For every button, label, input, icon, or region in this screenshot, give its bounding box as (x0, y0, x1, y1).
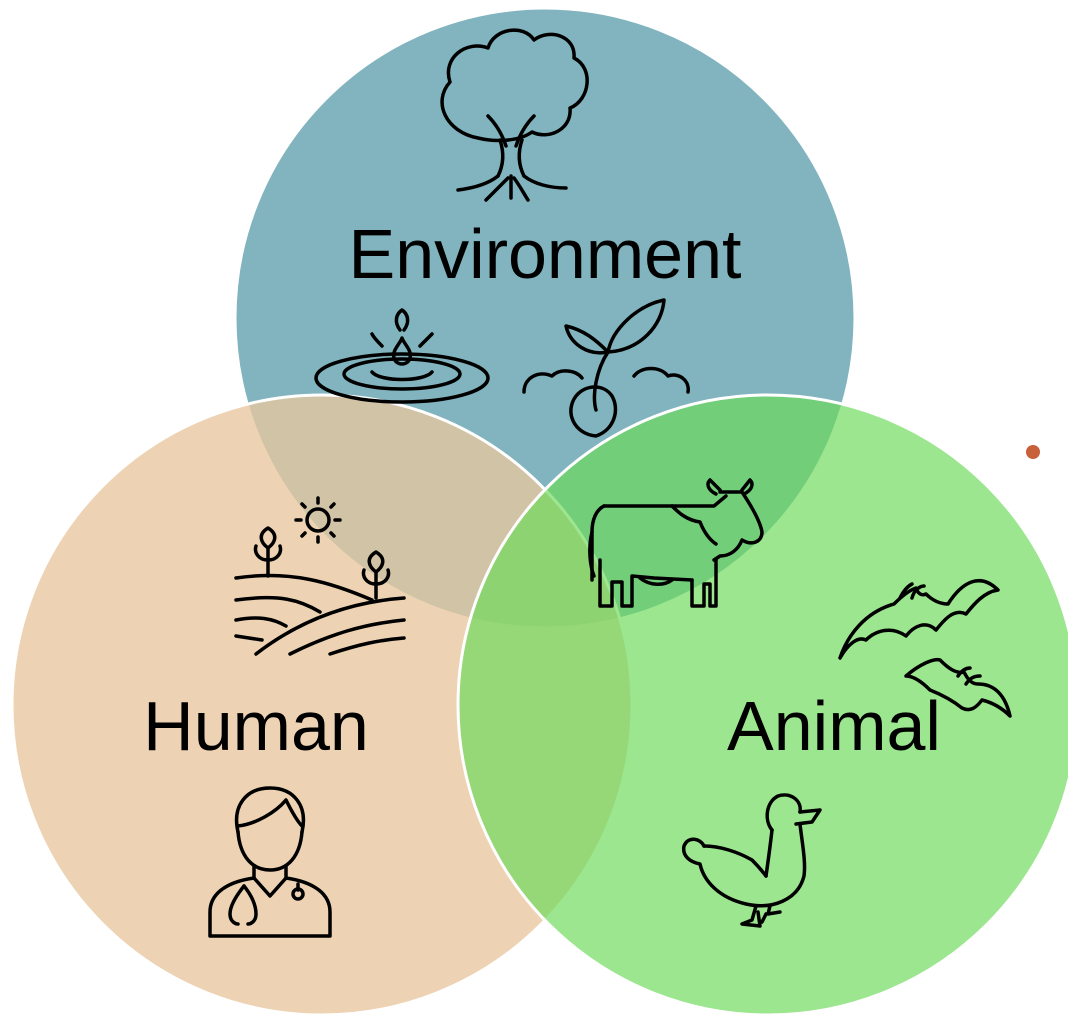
environment-label: Environment (349, 215, 742, 293)
doctor-icon (208, 786, 332, 938)
cow-icon (588, 478, 764, 608)
water-drop-icon (314, 308, 490, 404)
bullet-dot (1026, 445, 1040, 459)
animal-circle (456, 393, 1068, 1014)
human-label: Human (143, 687, 369, 765)
bat-icon (838, 578, 1012, 718)
farm-field-icon (234, 496, 406, 656)
duck-icon (681, 793, 822, 928)
tree-icon (440, 28, 589, 202)
sprout-icon (522, 298, 690, 438)
animal-label: Animal (727, 687, 941, 765)
